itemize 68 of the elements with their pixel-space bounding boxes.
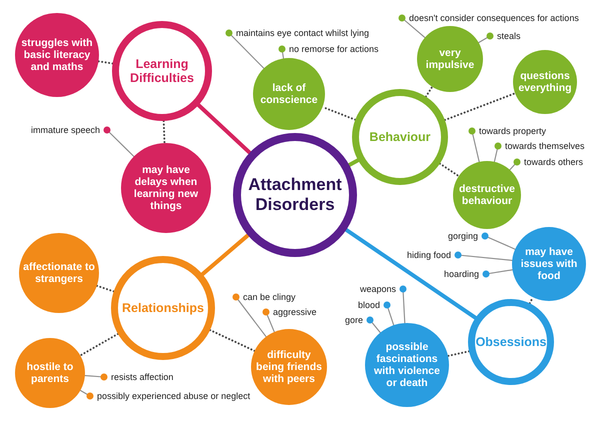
dotted-connector bbox=[444, 92, 516, 121]
annotation-text: hiding food bbox=[406, 250, 458, 260]
topic-text: may have delays when learning new things bbox=[132, 164, 200, 212]
annotation-text: gore bbox=[344, 314, 370, 326]
central-title: Attachment Disorders bbox=[247, 175, 343, 215]
leader-line bbox=[482, 232, 516, 250]
annotation-text: possibly experienced abuse or neglect bbox=[90, 390, 250, 402]
dotted-connector bbox=[98, 60, 114, 64]
topic-text: possible fascinations with violence or death bbox=[373, 340, 441, 390]
annotation-text: no remorse for actions bbox=[282, 44, 379, 54]
leader-line bbox=[454, 252, 513, 261]
annotation-text: weapons bbox=[360, 284, 403, 294]
topic-text: destructive behaviour bbox=[458, 182, 516, 208]
leader-line bbox=[226, 30, 264, 69]
dotted-connector bbox=[209, 329, 256, 352]
topic-text: very impulsive bbox=[424, 46, 476, 72]
dotted-connector bbox=[162, 120, 166, 144]
leader-line bbox=[400, 286, 406, 324]
leader-line bbox=[366, 316, 381, 334]
topic-text: difficulty being friends with peers bbox=[255, 348, 323, 386]
leader-line bbox=[482, 269, 514, 278]
annotation-text: can be clingy bbox=[236, 292, 296, 302]
category-heading: Obsessions bbox=[476, 334, 546, 350]
leader-line bbox=[494, 142, 502, 162]
category-heading: Learning Difficulties bbox=[129, 56, 195, 86]
leader-line bbox=[232, 294, 267, 338]
category-heading: Relationships bbox=[122, 300, 204, 316]
dotted-connector bbox=[424, 86, 434, 98]
dotted-connector bbox=[438, 162, 460, 178]
branch-line bbox=[196, 103, 252, 155]
topic-bubble bbox=[453, 161, 521, 229]
branch-line bbox=[347, 158, 360, 167]
dotted-connector bbox=[528, 296, 534, 304]
topic-text: lack of conscience bbox=[259, 82, 319, 106]
category-heading: Behaviour bbox=[369, 130, 431, 144]
annotation-text: gorging bbox=[448, 230, 485, 242]
leader-line bbox=[468, 128, 480, 162]
dotted-connector bbox=[79, 332, 119, 356]
dotted-connector bbox=[447, 350, 470, 357]
topic-text: struggles with basic literacy and maths bbox=[21, 36, 93, 74]
annotation-text: immature speech bbox=[30, 124, 107, 136]
leader-line bbox=[398, 14, 426, 38]
annotation-text: steals bbox=[490, 30, 521, 42]
annotation-text: aggressive bbox=[266, 306, 317, 318]
annotation-text: towards others bbox=[517, 156, 584, 168]
annotation-text: resists affection bbox=[104, 372, 174, 382]
leader-line bbox=[478, 32, 494, 44]
leader-line bbox=[278, 46, 286, 59]
leader-line bbox=[80, 390, 94, 400]
annotation-text: doesn't consider consequences for actions bbox=[402, 12, 579, 24]
dotted-connector bbox=[96, 284, 115, 292]
topic-text: hostile to parents bbox=[26, 360, 74, 386]
annotation-text: maintains eye contact whilst lying bbox=[229, 28, 370, 38]
branch-line bbox=[344, 228, 478, 320]
leader-line bbox=[84, 374, 108, 380]
annotation-text: towards themselves bbox=[498, 140, 585, 152]
annotation-text: towards property bbox=[472, 126, 546, 136]
topic-text: may have issues with food bbox=[520, 246, 578, 282]
topic-text: affectionate to strangers bbox=[23, 260, 95, 286]
branch-line bbox=[200, 233, 250, 276]
leader-line bbox=[384, 302, 394, 326]
annotation-text: hoarding bbox=[444, 268, 486, 280]
leader-line bbox=[509, 158, 520, 170]
leader-line bbox=[104, 126, 134, 158]
topic-text: questions everything bbox=[517, 70, 573, 94]
leader-line bbox=[262, 308, 275, 332]
topic-bubble bbox=[417, 26, 483, 92]
annotation-text: blood bbox=[358, 300, 387, 310]
